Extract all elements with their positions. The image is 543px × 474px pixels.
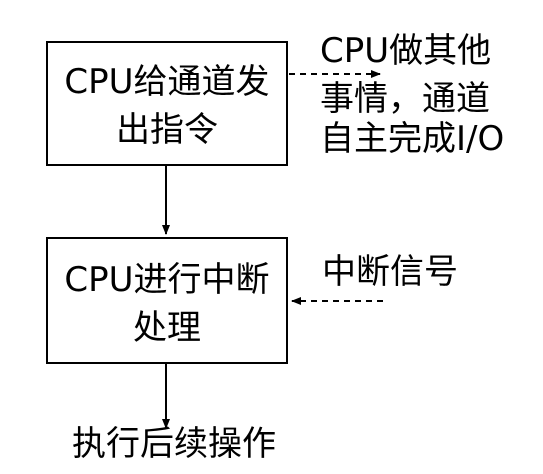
side-note-line1: CPU做其他	[320, 31, 492, 71]
interrupt-signal-label: 中断信号	[322, 252, 458, 292]
side-note-line2: 事情，通道	[320, 79, 490, 119]
box-issue-instruction-line1: CPU给通道发	[64, 62, 270, 102]
side-note-line3: 自主完成I/O	[320, 119, 505, 159]
box-interrupt-handling-line2: 处理	[133, 308, 201, 348]
box-interrupt-handling-line1: CPU进行中断	[64, 260, 270, 300]
final-step-label: 执行后续操作	[72, 424, 276, 464]
box-issue-instruction: CPU给通道发 出指令	[46, 41, 288, 166]
box-issue-instruction-line2: 出指令	[116, 110, 218, 150]
box-interrupt-handling: CPU进行中断 处理	[46, 237, 288, 364]
